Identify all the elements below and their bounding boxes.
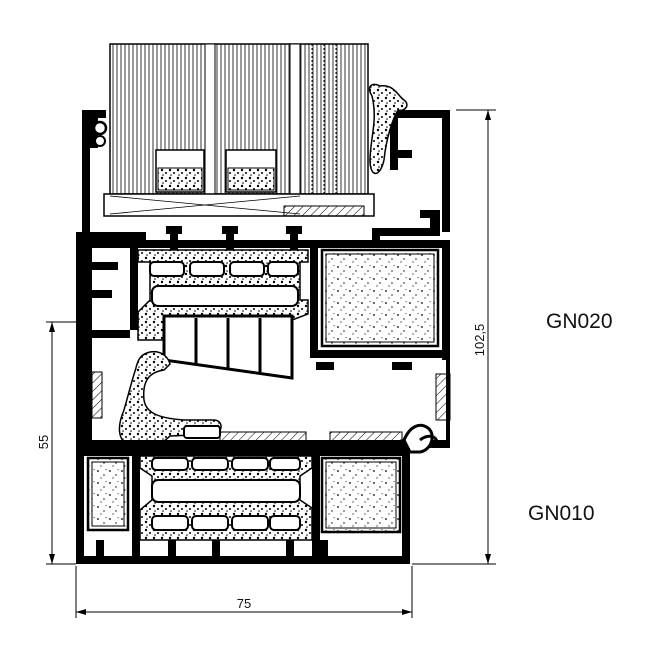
frame-profile [76, 448, 410, 564]
dimension-width [75, 566, 413, 618]
profile-label-gn020: GN020 [546, 310, 613, 333]
dimension-height-total [412, 109, 496, 565]
sash-profile [82, 83, 450, 380]
glazing-unit [103, 43, 375, 217]
dimension-lower-height-label: 55 [36, 435, 51, 449]
center-seal [118, 350, 222, 450]
middle-rail [84, 360, 451, 454]
profile-label-gn010: GN010 [528, 502, 595, 525]
dimension-height-lower [46, 321, 84, 565]
dimension-total-height-label: 102,5 [472, 324, 487, 357]
dimension-width-label: 75 [237, 596, 251, 611]
